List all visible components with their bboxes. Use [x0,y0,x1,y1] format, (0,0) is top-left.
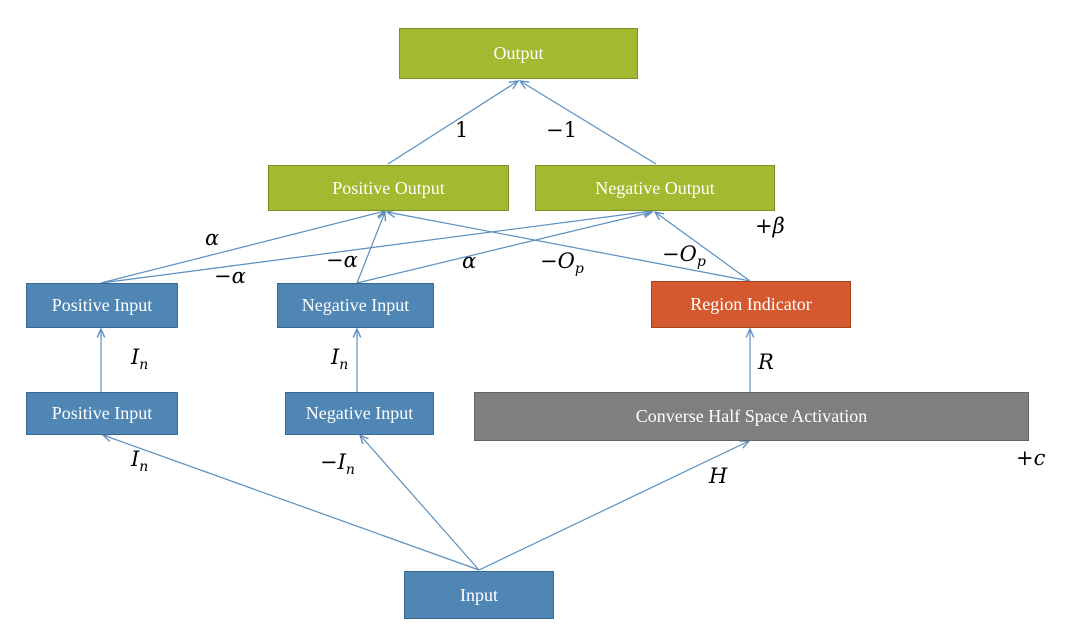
region-indicator-node: Region Indicator [651,281,851,328]
weight-1: 1 [455,118,469,142]
edge-negout-output [520,81,657,165]
negative-input-node-top: Negative Input [277,283,434,328]
weight-alpha-a: α [205,226,220,250]
edge-posin-negout [100,211,652,284]
edge-posout-output [387,81,518,165]
positive-input-node-top: Positive Input [26,283,178,328]
weight-minus-alpha-a: −α [214,264,246,288]
weight-minus-1: −1 [546,118,577,142]
edge-negin-posout [356,212,385,284]
converse-half-space-activation-node: Converse Half Space Activation [474,392,1029,441]
positive-output-node: Positive Output [268,165,509,211]
edge-posin-posout [100,211,385,284]
weight-plus-c: +c [1016,446,1046,470]
weight-minus-in-negative-from-input: −In [320,450,355,478]
output-node: Output [399,28,638,79]
edge-input-converse [478,441,749,571]
edge-negin-negout [356,212,652,284]
weight-plus-beta: +β [755,214,785,238]
weight-in-negative: In [331,345,349,373]
edge-input-negin2 [360,435,480,571]
weight-in-positive-from-input: In [131,447,149,475]
weight-h: H [709,464,728,488]
weight-alpha-b: α [462,249,477,273]
negative-output-node: Negative Output [535,165,775,211]
edge-input-posin2 [103,435,480,571]
negative-input-node-bottom: Negative Input [285,392,434,435]
edge-region-posout [387,212,751,282]
edge-region-negout [655,212,751,282]
weight-minus-op-b: −Op [662,242,706,270]
weight-in-positive: In [131,345,149,373]
positive-input-node-bottom: Positive Input [26,392,178,435]
weight-minus-op-a: −Op [540,249,584,277]
input-node: Input [404,571,554,619]
weight-minus-alpha-b: −α [326,248,358,272]
weight-r: R [758,350,774,374]
